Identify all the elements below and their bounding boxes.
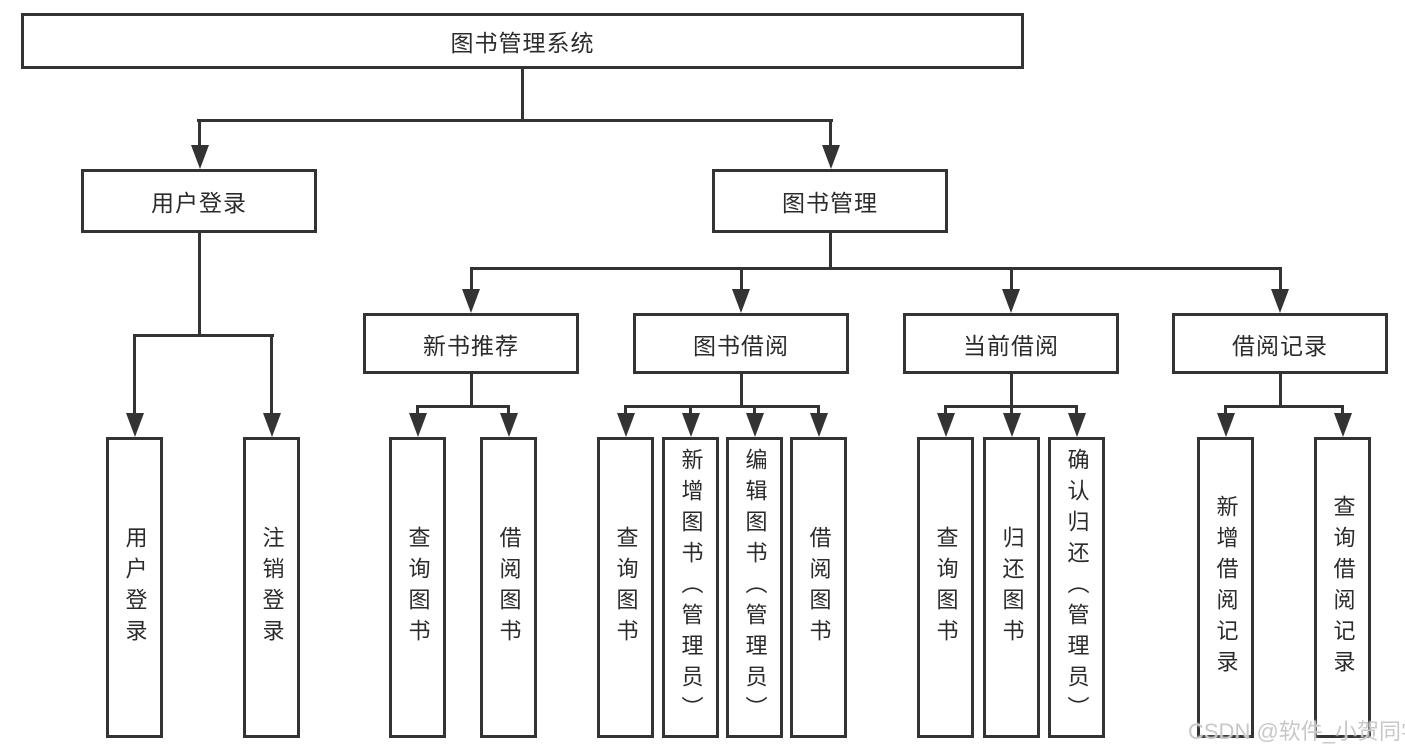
arrow-down-icon	[1002, 289, 1020, 313]
arrow-down-icon	[746, 413, 764, 437]
connector-line	[1075, 405, 1078, 413]
arrow-down-icon	[126, 413, 144, 437]
node-book-borrowing: 图书借阅	[633, 313, 849, 374]
leaf-query-books-borrowing: 查询图书	[597, 437, 654, 738]
arrow-down-icon	[682, 413, 700, 437]
leaf-confirm-return-admin: 确认归还（管理员）	[1048, 437, 1105, 738]
node-user-login: 用户登录	[81, 169, 317, 233]
arrow-down-icon	[462, 289, 480, 313]
connector-line	[624, 405, 819, 408]
connector-line	[270, 334, 273, 413]
connector-line	[1279, 374, 1282, 407]
node-current-borrowing: 当前借阅	[903, 313, 1119, 374]
connector-line	[829, 119, 832, 145]
connector-line	[753, 405, 756, 413]
connector-line	[1279, 267, 1282, 289]
csdn-watermark: CSDN @软件_小贺同学	[1188, 719, 1405, 744]
node-label: 用户登录	[151, 190, 247, 216]
node-label: 借阅记录	[1232, 332, 1328, 359]
arrow-down-icon	[500, 413, 518, 437]
leaf-label: 用户登录	[122, 525, 148, 650]
leaf-return-book: 归还图书	[983, 437, 1040, 738]
connector-line	[470, 374, 473, 407]
connector-line	[198, 233, 201, 336]
connector-line	[740, 267, 743, 289]
arrow-down-icon	[617, 413, 635, 437]
arrow-down-icon	[937, 413, 955, 437]
connector-line	[1010, 405, 1013, 413]
arrow-down-icon	[732, 289, 750, 313]
arrow-down-icon	[1068, 413, 1086, 437]
arrow-down-icon	[409, 413, 427, 437]
leaf-edit-book-admin: 编辑图书（管理员）	[726, 437, 783, 738]
connector-line	[133, 334, 136, 413]
leaf-add-book-admin: 新增图书（管理员）	[662, 437, 719, 738]
leaf-label: 查询图书	[933, 525, 959, 650]
leaf-label: 借阅图书	[496, 525, 522, 650]
connector-line	[521, 69, 524, 120]
node-library-management-system: 图书管理系统	[21, 13, 1024, 69]
node-borrowing-records: 借阅记录	[1172, 313, 1388, 374]
leaf-query-books-current: 查询图书	[917, 437, 974, 738]
connector-line	[740, 374, 743, 407]
arrow-down-icon	[1003, 413, 1021, 437]
node-label: 图书管理	[782, 190, 878, 216]
connector-line	[689, 405, 692, 413]
node-label: 新书推荐	[423, 332, 519, 359]
leaf-query-borrow-record: 查询借阅记录	[1314, 437, 1371, 738]
leaf-label: 确认归还（管理员）	[1064, 448, 1090, 727]
connector-line	[944, 405, 947, 413]
leaf-label: 查询图书	[405, 525, 431, 650]
connector-line	[1010, 267, 1013, 289]
connector-line	[817, 405, 820, 413]
arrow-down-icon	[1271, 289, 1289, 313]
arrow-down-icon	[191, 145, 209, 169]
leaf-user-login: 用户登录	[106, 437, 163, 738]
connector-line	[624, 405, 627, 413]
connector-line	[470, 267, 1282, 270]
leaf-add-borrow-record: 新增借阅记录	[1197, 437, 1254, 738]
connector-line	[1010, 374, 1013, 407]
leaf-borrow-books-borrowing: 借阅图书	[790, 437, 847, 738]
leaf-logout: 注销登录	[243, 437, 300, 738]
arrow-down-icon	[1334, 413, 1352, 437]
connector-line	[1341, 405, 1344, 413]
connector-line	[198, 119, 201, 145]
leaf-label: 查询借阅记录	[1330, 494, 1356, 681]
leaf-label: 借阅图书	[806, 525, 832, 650]
leaf-label: 归还图书	[999, 525, 1025, 650]
node-label: 当前借阅	[963, 332, 1059, 359]
leaf-label: 新增图书（管理员）	[678, 448, 704, 727]
connector-line	[470, 267, 473, 289]
connector-line	[1224, 405, 1343, 408]
connector-line	[1224, 405, 1227, 413]
connector-line	[829, 233, 832, 269]
connector-line	[416, 405, 509, 408]
leaf-borrow-books-recommend: 借阅图书	[480, 437, 537, 738]
leaf-label: 编辑图书（管理员）	[742, 448, 768, 727]
connector-line	[197, 119, 833, 122]
leaf-query-books-recommend: 查询图书	[389, 437, 446, 738]
node-book-management: 图书管理	[712, 169, 948, 233]
connector-line	[133, 334, 274, 337]
arrow-down-icon	[263, 413, 281, 437]
node-label: 图书借阅	[693, 332, 789, 359]
node-label: 图书管理系统	[450, 30, 595, 56]
leaf-label: 注销登录	[259, 525, 285, 650]
connector-line	[507, 405, 510, 413]
arrow-down-icon	[1217, 413, 1235, 437]
arrow-down-icon	[810, 413, 828, 437]
arrow-down-icon	[822, 145, 840, 169]
leaf-label: 新增借阅记录	[1213, 494, 1239, 681]
connector-line	[416, 405, 419, 413]
node-new-book-recommend: 新书推荐	[363, 313, 579, 374]
leaf-label: 查询图书	[613, 525, 639, 650]
